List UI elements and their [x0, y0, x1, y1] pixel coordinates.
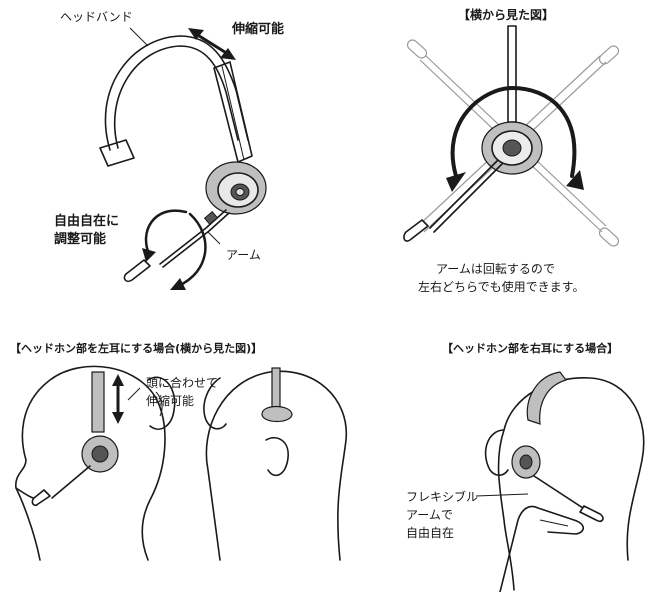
- double-arrow-icon: [188, 28, 236, 60]
- right-ear-illustration: [475, 371, 645, 592]
- side-view-illustration: [403, 25, 620, 247]
- head-adjust-line1: 頭に合わせて: [146, 376, 219, 390]
- left-ear-title: 【ヘッドホン部を左耳にする場合(横から見た図)】: [10, 342, 263, 355]
- head-adjust-line2: 伸縮可能: [146, 394, 195, 408]
- left-ear-heads-illustration: [15, 365, 347, 561]
- side-view-title: 【横から見た図】: [458, 8, 555, 22]
- free-adjust-label-line1: 自由自在に: [54, 214, 120, 229]
- rotation-caption-line2: 左右どちらでも使用できます。: [418, 280, 585, 294]
- flexible-arm-line2: アームで: [406, 508, 453, 522]
- arm-label: アーム: [226, 248, 261, 262]
- headband-label: ヘッドバンド: [60, 10, 133, 24]
- rotation-caption-line1: アームは回転するので: [436, 262, 555, 276]
- right-ear-title: 【ヘッドホン部を右耳にする場合】: [442, 342, 619, 355]
- headset-illustration: [99, 35, 267, 283]
- free-adjust-label-line2: 調整可能: [54, 232, 107, 247]
- adjust-length-label: 伸縮可能: [232, 22, 285, 37]
- flexible-arm-line1: フレキシブル: [406, 490, 479, 504]
- rotation-arrow-icon: [142, 209, 207, 290]
- flexible-arm-line3: 自由自在: [406, 526, 455, 540]
